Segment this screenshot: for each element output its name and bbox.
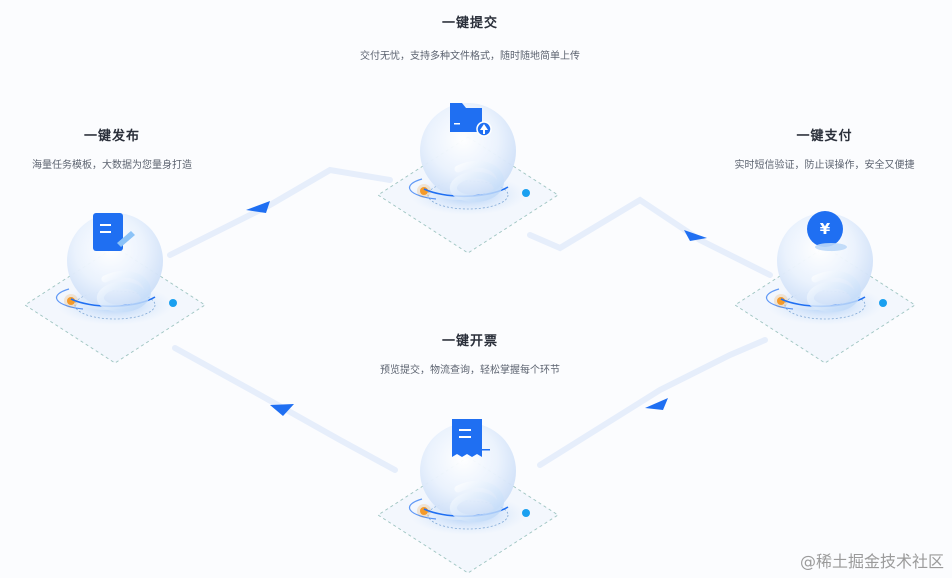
arrow-to-pay — [684, 230, 707, 241]
label-submit: 一键提交 交付无忧，支持多种文件格式，随时随地简单上传 — [340, 12, 600, 62]
arrow-to-submit — [246, 201, 270, 213]
arrow-to-publish — [270, 404, 294, 416]
label-pay: 一键支付 实时短信验证，防止误操作，安全又便捷 — [712, 125, 937, 171]
publish-desc: 海量任务模板，大数据为您量身打造 — [32, 160, 192, 171]
yen-symbol: ¥ — [820, 220, 831, 238]
yen-coin-icon: ¥ — [807, 211, 847, 251]
publish-title: 一键发布 — [83, 129, 140, 144]
flow-paths — [167, 166, 773, 473]
folder-upload-icon — [450, 103, 492, 137]
node-invoice[interactable] — [377, 419, 559, 574]
pay-desc: 实时短信验证，防止误操作，安全又便捷 — [734, 160, 915, 171]
invoice-title: 一键开票 — [441, 334, 498, 349]
label-invoice: 一键开票 预览提交，物流查询，轻松掌握每个环节 — [355, 330, 585, 376]
flow-arrows — [246, 201, 707, 416]
node-submit[interactable] — [377, 103, 559, 254]
path-submit-to-pay — [527, 196, 773, 278]
watermark: @稀土掘金技术社区 — [799, 552, 944, 571]
path-publish-to-submit — [167, 166, 393, 258]
document-edit-icon — [93, 213, 135, 251]
invoice-desc: 预览提交，物流查询，轻松掌握每个环节 — [380, 365, 560, 376]
arrow-to-invoice — [645, 398, 668, 410]
node-publish[interactable] — [24, 213, 206, 364]
submit-title: 一键提交 — [441, 16, 498, 31]
node-pay[interactable]: ¥ — [734, 211, 916, 364]
label-publish: 一键发布 海量任务模板，大数据为您量身打造 — [12, 125, 212, 171]
path-invoice-to-publish — [172, 345, 398, 473]
path-pay-to-invoice — [537, 337, 768, 468]
receipt-icon — [452, 419, 490, 457]
pay-title: 一键支付 — [796, 129, 853, 144]
submit-desc: 交付无忧，支持多种文件格式，随时随地简单上传 — [360, 51, 580, 62]
